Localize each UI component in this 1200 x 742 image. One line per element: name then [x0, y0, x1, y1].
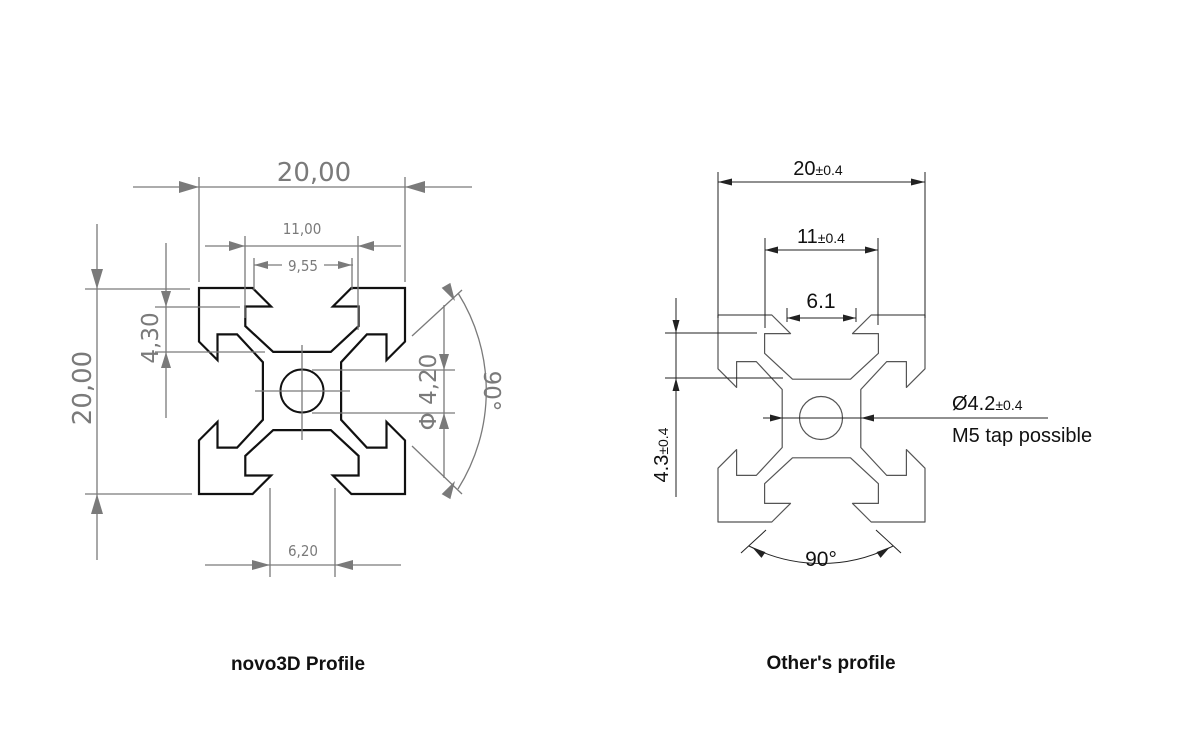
other-width-label: 20±0.4	[793, 158, 843, 180]
ext-line	[411, 289, 463, 337]
dimension-arrowhead	[752, 547, 766, 558]
novo3d-caption: novo3D Profile	[231, 654, 365, 675]
other-opening-label: 6.1	[806, 290, 835, 313]
dimension-arrowhead	[441, 481, 455, 500]
dimension-arrowhead	[441, 282, 455, 301]
other-profile-drawing: 20±0.4 11±0.4 6.1 4.3±0.4 Ø4.2±0.4 M5 ta…	[651, 158, 1092, 674]
novo3d-height-label: 20,00	[68, 351, 98, 425]
novo3d-slot-outer-label: 11,00	[283, 220, 322, 238]
novo3d-slot-depth-label: 4,30	[138, 312, 164, 363]
other-slot-label: 11±0.4	[797, 226, 845, 248]
novo3d-slot-inner-label: 9,55	[288, 257, 318, 275]
novo3d-profile-drawing: 20,00 11,00 9,55 20,00 4,30 Φ 4,20 90°	[68, 158, 504, 675]
other-angle-label: 90°	[805, 548, 837, 571]
dim-arc-angle	[748, 545, 894, 564]
dimension-arrowhead	[876, 547, 890, 558]
novo3d-opening-label: 6,20	[288, 542, 318, 560]
novo3d-hole-label: Φ 4,20	[416, 354, 442, 431]
other-hole-label: Ø4.2±0.4	[952, 393, 1023, 415]
ext-line	[411, 445, 463, 495]
other-caption: Other's profile	[766, 653, 895, 674]
ext-line	[875, 529, 902, 554]
other-depth-label: 4.3±0.4	[651, 427, 673, 482]
other-profile-outline	[717, 314, 926, 523]
novo3d-width-label: 20,00	[277, 158, 351, 188]
other-hole-note: M5 tap possible	[952, 425, 1092, 447]
dim-arc-angle	[457, 292, 487, 490]
novo3d-angle-label: 90°	[478, 371, 504, 412]
ext-line	[740, 529, 767, 554]
